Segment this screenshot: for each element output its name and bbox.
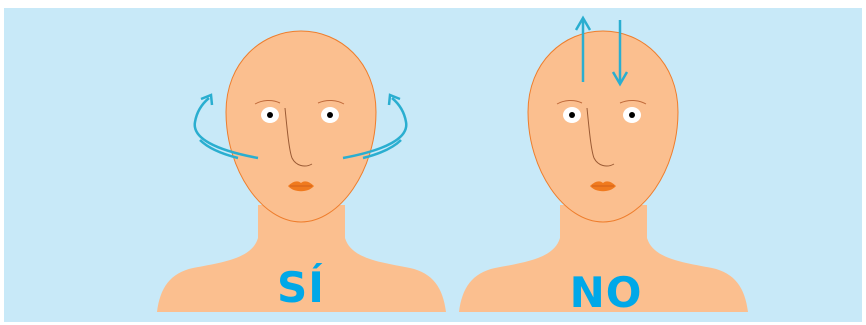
caption-si: SÍ: [277, 262, 325, 312]
caption-no: NO: [570, 268, 643, 317]
left-eye-l: [261, 107, 279, 123]
right-eye-l: [563, 107, 581, 123]
left-eye-r: [321, 107, 339, 123]
right-eye-r: [623, 107, 641, 123]
background-panel: [4, 8, 862, 322]
